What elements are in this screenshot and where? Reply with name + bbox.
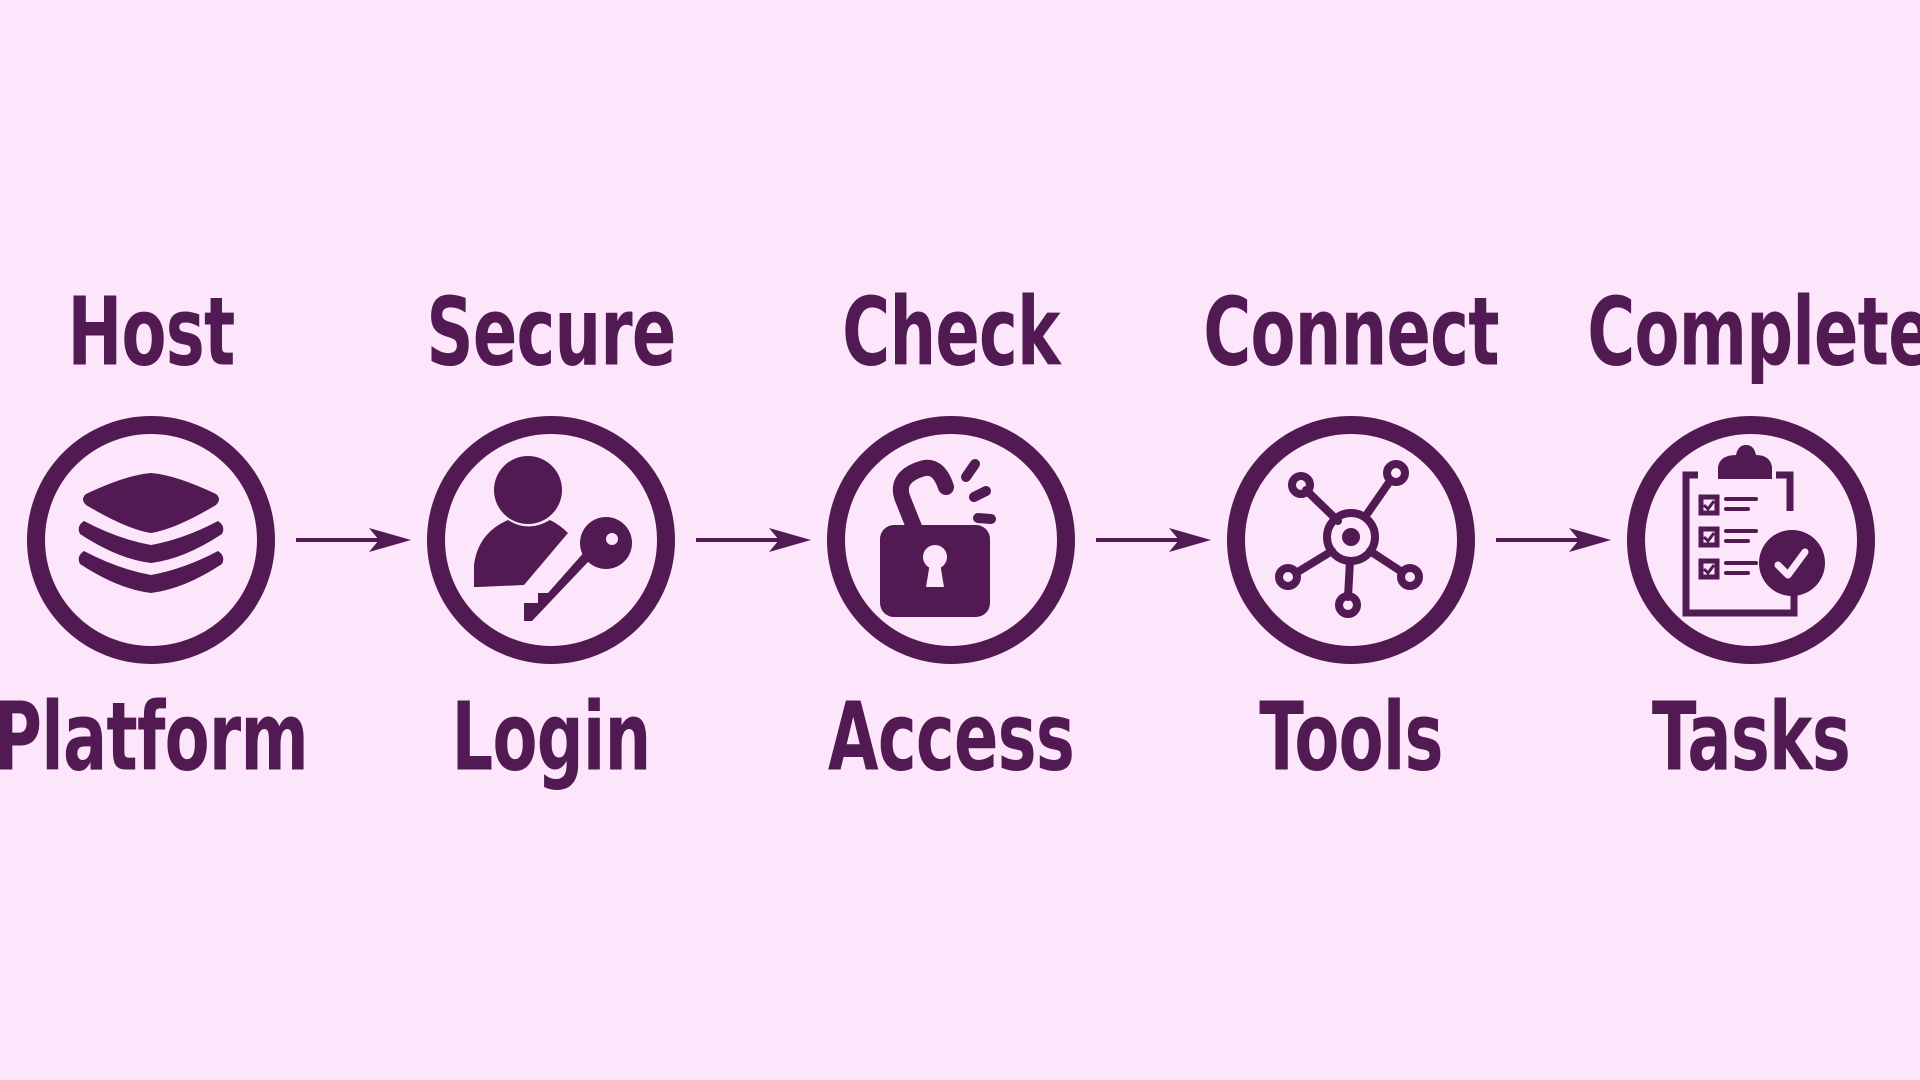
step-2-icon-circle — [427, 416, 675, 664]
step-3-top-label: Check — [842, 277, 1060, 387]
step-3-bottom-label: Access — [827, 682, 1075, 792]
step-4-top-label: Connect — [1203, 277, 1499, 387]
flow-arrow — [1096, 528, 1211, 552]
flow-arrow — [1496, 528, 1611, 552]
flow-arrow — [696, 528, 811, 552]
step-5-top-label: Complete — [1587, 277, 1920, 387]
user-key-icon — [474, 456, 632, 621]
step-1-bottom-label: Platform — [0, 682, 309, 792]
network-nodes-icon — [1275, 460, 1423, 618]
flow-arrow — [296, 528, 411, 552]
step-4-bottom-label: Tools — [1259, 682, 1443, 792]
step-3-icon-circle — [827, 416, 1075, 664]
step-1-icon-circle — [27, 416, 275, 664]
unlocked-padlock-icon — [880, 459, 996, 617]
step-2-top-label: Secure — [426, 277, 676, 387]
step-5-bottom-label: Tasks — [1651, 682, 1851, 792]
step-4-icon-circle — [1227, 416, 1475, 664]
step-1-top-label: Host — [67, 277, 235, 387]
stacked-layers-icon — [78, 473, 224, 593]
step-2-bottom-label: Login — [451, 682, 652, 792]
clipboard-checklist-icon — [1682, 445, 1825, 617]
step-5-icon-circle — [1627, 416, 1875, 664]
